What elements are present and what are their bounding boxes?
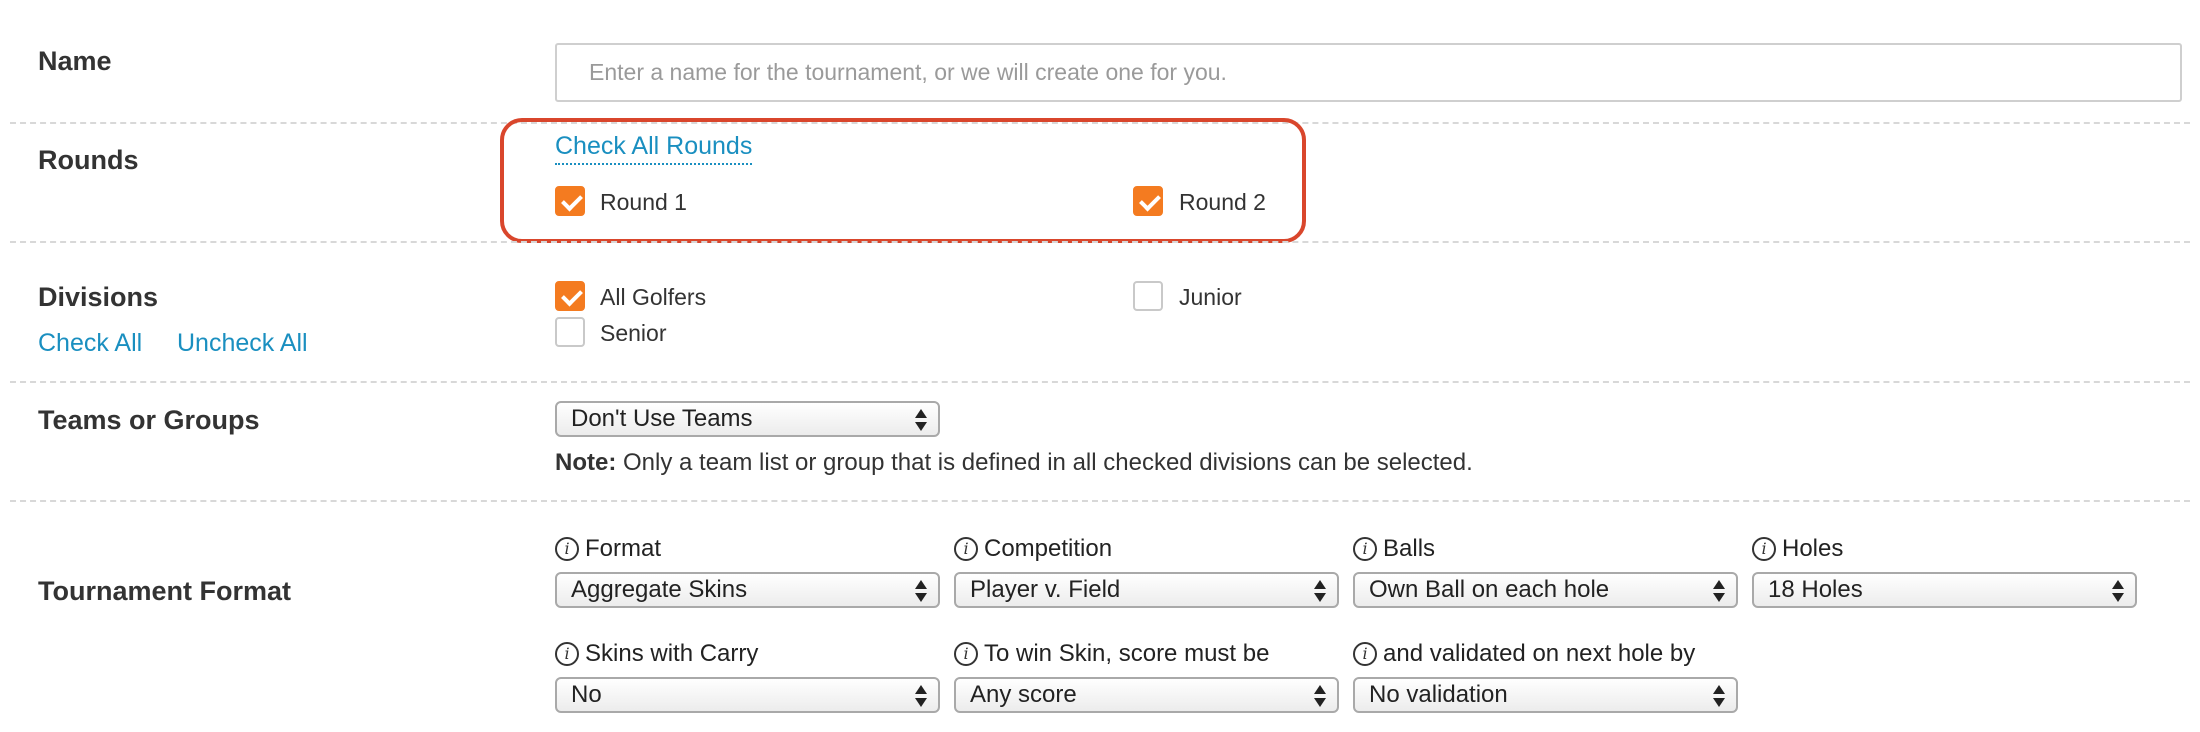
tournament-format-label: Tournament Format (38, 576, 292, 606)
teams-label: Teams or Groups (38, 405, 260, 435)
uncheck-all-divisions-link[interactable]: Uncheck All (177, 329, 308, 357)
validation-select-value: No validation (1369, 681, 1508, 708)
select-arrows-icon (914, 579, 928, 603)
select-arrows-icon (1313, 579, 1327, 603)
info-icon[interactable]: i (1353, 642, 1377, 666)
info-icon[interactable]: i (1353, 537, 1377, 561)
teams-select-value: Don't Use Teams (571, 405, 753, 432)
tournament-name-input[interactable] (555, 43, 2182, 102)
round-2-label: Round 2 (1179, 189, 1266, 215)
win-skin-select-value: Any score (970, 681, 1077, 708)
divider (10, 241, 2190, 243)
check-all-divisions-link[interactable]: Check All (38, 329, 143, 357)
balls-select[interactable]: Own Ball on each hole (1353, 572, 1738, 608)
junior-checkbox[interactable] (1133, 281, 1163, 311)
select-arrows-icon (914, 408, 928, 432)
divider (10, 381, 2190, 383)
round-2-checkbox[interactable] (1133, 186, 1163, 216)
select-arrows-icon (1313, 684, 1327, 708)
name-label: Name (38, 46, 112, 76)
win-skin-select[interactable]: Any score (954, 677, 1339, 713)
rounds-label: Rounds (38, 145, 139, 175)
senior-checkbox[interactable] (555, 317, 585, 347)
divider (10, 122, 2190, 124)
format-select-value: Aggregate Skins (571, 576, 748, 603)
select-arrows-icon (914, 684, 928, 708)
divisions-label: Divisions (38, 282, 159, 312)
competition-select-value: Player v. Field (970, 576, 1121, 603)
divider (10, 500, 2190, 502)
validation-select[interactable]: No validation (1353, 677, 1738, 713)
holes-select-value: 18 Holes (1768, 576, 1863, 603)
info-icon[interactable]: i (555, 537, 579, 561)
skins-carry-select-value: No (571, 681, 602, 708)
round-1-checkbox[interactable] (555, 186, 585, 216)
format-select[interactable]: Aggregate Skins (555, 572, 940, 608)
senior-label: Senior (600, 320, 667, 346)
teams-select[interactable]: Don't Use Teams (555, 401, 940, 437)
check-all-rounds-link[interactable]: Check All Rounds (555, 132, 753, 165)
competition-select[interactable]: Player v. Field (954, 572, 1339, 608)
teams-note: Note: Only a team list or group that is … (555, 449, 1473, 477)
all-golfers-label: All Golfers (600, 284, 707, 310)
round-1-label: Round 1 (600, 189, 687, 215)
note-prefix: Note: (555, 449, 617, 476)
junior-label: Junior (1179, 284, 1242, 310)
all-golfers-checkbox[interactable] (555, 281, 585, 311)
info-icon[interactable]: i (555, 642, 579, 666)
balls-select-value: Own Ball on each hole (1369, 576, 1610, 603)
select-arrows-icon (1712, 579, 1726, 603)
info-icon[interactable]: i (1752, 537, 1776, 561)
info-icon[interactable]: i (954, 642, 978, 666)
note-text: Only a team list or group that is define… (616, 449, 1473, 476)
skins-carry-select[interactable]: No (555, 677, 940, 713)
select-arrows-icon (1712, 684, 1726, 708)
select-arrows-icon (2111, 579, 2125, 603)
info-icon[interactable]: i (954, 537, 978, 561)
holes-select[interactable]: 18 Holes (1752, 572, 2137, 608)
